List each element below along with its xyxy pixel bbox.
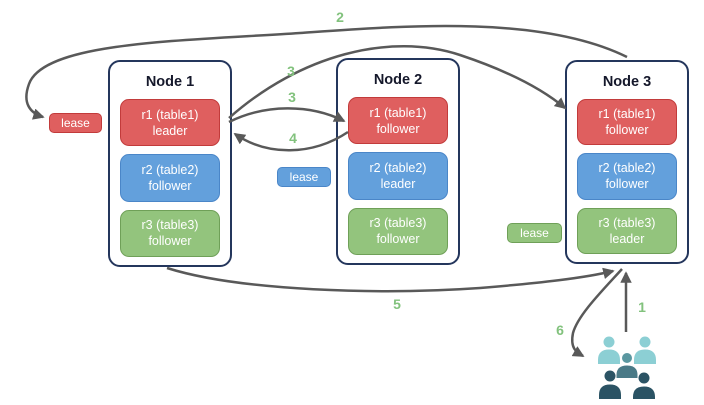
step-label-1: 1 — [638, 299, 646, 315]
node-1-title: Node 1 — [145, 74, 195, 90]
step-label-5: 5 — [393, 296, 401, 312]
step-label-6: 6 — [556, 322, 564, 338]
step-label-3-long: 3 — [287, 63, 295, 79]
replica-line2: follower — [148, 234, 192, 249]
arrow-step3-short — [228, 107, 346, 124]
replica-line1: r1 (table1) — [598, 107, 656, 122]
lease-badge-red: lease — [49, 113, 102, 133]
replica-line2: leader — [152, 123, 188, 138]
node3-r2-follower: r2 (table2) follower — [577, 153, 677, 200]
replica-line2: follower — [376, 121, 420, 136]
replica-line2: follower — [605, 177, 649, 192]
arrow-step5 — [166, 266, 615, 293]
step-label-2: 2 — [336, 9, 344, 25]
node-1: Node 1 r1 (table1) leader r2 (table2) fo… — [108, 60, 232, 267]
replica-line2: follower — [376, 232, 420, 247]
lease-badge-green: lease — [507, 223, 562, 243]
node-3: Node 3 r1 (table1) follower r2 (table2) … — [565, 60, 689, 264]
replica-line1: r2 (table2) — [598, 161, 656, 176]
lease-badge-blue: lease — [277, 167, 331, 187]
replica-line2: leader — [609, 231, 645, 246]
node1-r2-follower: r2 (table2) follower — [120, 154, 220, 202]
replica-line2: follower — [605, 123, 649, 138]
replica-line2: leader — [380, 176, 416, 191]
step-label-3-short: 3 — [288, 89, 296, 105]
users-icon — [598, 336, 656, 399]
replica-line1: r2 (table2) — [369, 160, 427, 175]
node-2: Node 2 r1 (table1) follower r2 (table2) … — [336, 58, 460, 265]
node2-r1-follower: r1 (table1) follower — [348, 97, 448, 145]
replica-line1: r3 (table3) — [141, 218, 199, 233]
node-2-title: Node 2 — [373, 72, 423, 88]
node1-r3-follower: r3 (table3) follower — [120, 209, 220, 257]
node3-r3-leader: r3 (table3) leader — [577, 207, 677, 254]
replica-line1: r3 (table3) — [598, 215, 656, 230]
replica-line2: follower — [148, 178, 192, 193]
node1-r1-leader: r1 (table1) leader — [120, 99, 220, 147]
node2-r3-follower: r3 (table3) follower — [348, 207, 448, 255]
replica-line1: r1 (table1) — [141, 107, 199, 122]
replica-line1: r2 (table2) — [141, 162, 199, 177]
replica-line1: r3 (table3) — [369, 216, 427, 231]
node-3-title: Node 3 — [602, 74, 652, 90]
node3-r1-follower: r1 (table1) follower — [577, 99, 677, 146]
replica-line1: r1 (table1) — [369, 105, 427, 120]
node2-r2-leader: r2 (table2) leader — [348, 152, 448, 200]
step-label-4: 4 — [289, 130, 297, 146]
